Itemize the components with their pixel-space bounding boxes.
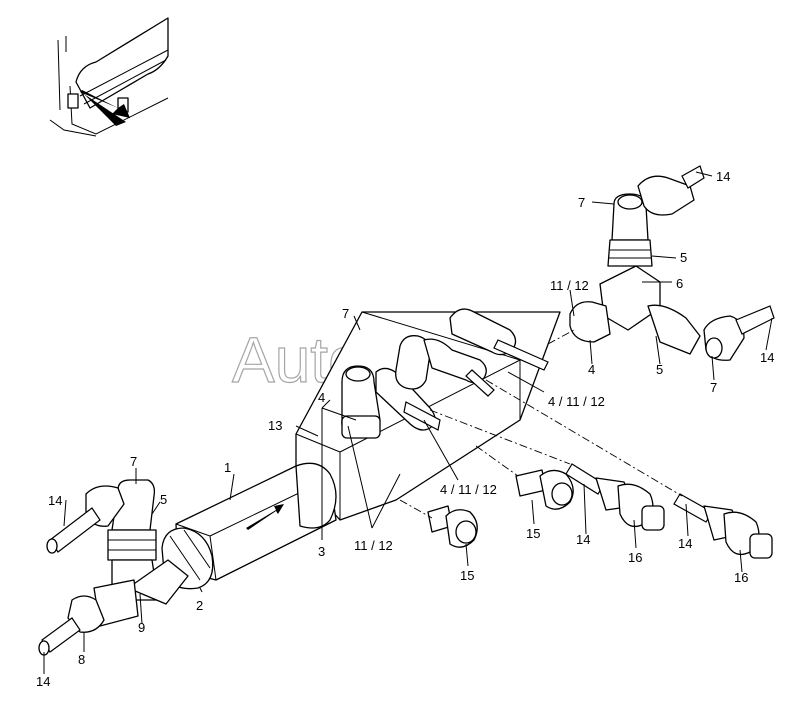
tee-assembly: [569, 165, 775, 361]
locator-inset: [49, 17, 169, 137]
callout-16-b: 16: [734, 570, 748, 585]
callout-5-tee-right: 5: [656, 362, 663, 377]
callout-14-tee-right: 14: [760, 350, 774, 365]
callouts: 1 2 3 4 4 5 5 5 6 7 7 7 7 8 9 13 14 14 1…: [36, 169, 774, 689]
callout-11-12-tee: 11 / 12: [550, 278, 589, 293]
callout-15-a: 15: [526, 526, 540, 541]
callout-14-loose-b: 14: [678, 536, 692, 551]
callout-14-left-bottom: 14: [36, 674, 50, 689]
callout-5-left: 5: [160, 492, 167, 507]
inline-filter: [161, 462, 337, 590]
callout-4-tee: 4: [588, 362, 595, 377]
callout-13: 13: [268, 418, 282, 433]
callout-16-a: 16: [628, 550, 642, 565]
callout-8: 8: [78, 652, 85, 667]
callout-7-tee-right: 7: [710, 380, 717, 395]
callout-4-block: 4: [318, 390, 325, 405]
callout-15-b: 15: [460, 568, 474, 583]
callout-11-12-block: 11 / 12: [354, 538, 393, 553]
callout-3: 3: [318, 544, 325, 559]
callout-2: 2: [196, 598, 203, 613]
block-fittings: [341, 308, 549, 439]
flow-arrow-icon: [246, 504, 284, 530]
loose-fittings: [427, 463, 773, 559]
callout-5-tee-top: 5: [680, 250, 687, 265]
callout-14-tee-top: 14: [716, 169, 730, 184]
callout-14-loose-a: 14: [576, 532, 590, 547]
callout-7-block: 7: [342, 306, 349, 321]
callout-7-left: 7: [130, 454, 137, 469]
callout-14-left-top: 14: [48, 493, 62, 508]
callout-9: 9: [138, 620, 145, 635]
callout-4-11-12-upper: 4 / 11 / 12: [548, 394, 605, 409]
callout-7-tee-top: 7: [578, 195, 585, 210]
callout-1: 1: [224, 460, 231, 475]
callout-6: 6: [676, 276, 683, 291]
assembly-lines: [399, 329, 683, 519]
callout-4-11-12-lower: 4 / 11 / 12: [440, 482, 497, 497]
left-fittings: [38, 479, 189, 656]
locator-arrow-icon: [80, 90, 130, 118]
leader-lines: [43, 171, 773, 674]
